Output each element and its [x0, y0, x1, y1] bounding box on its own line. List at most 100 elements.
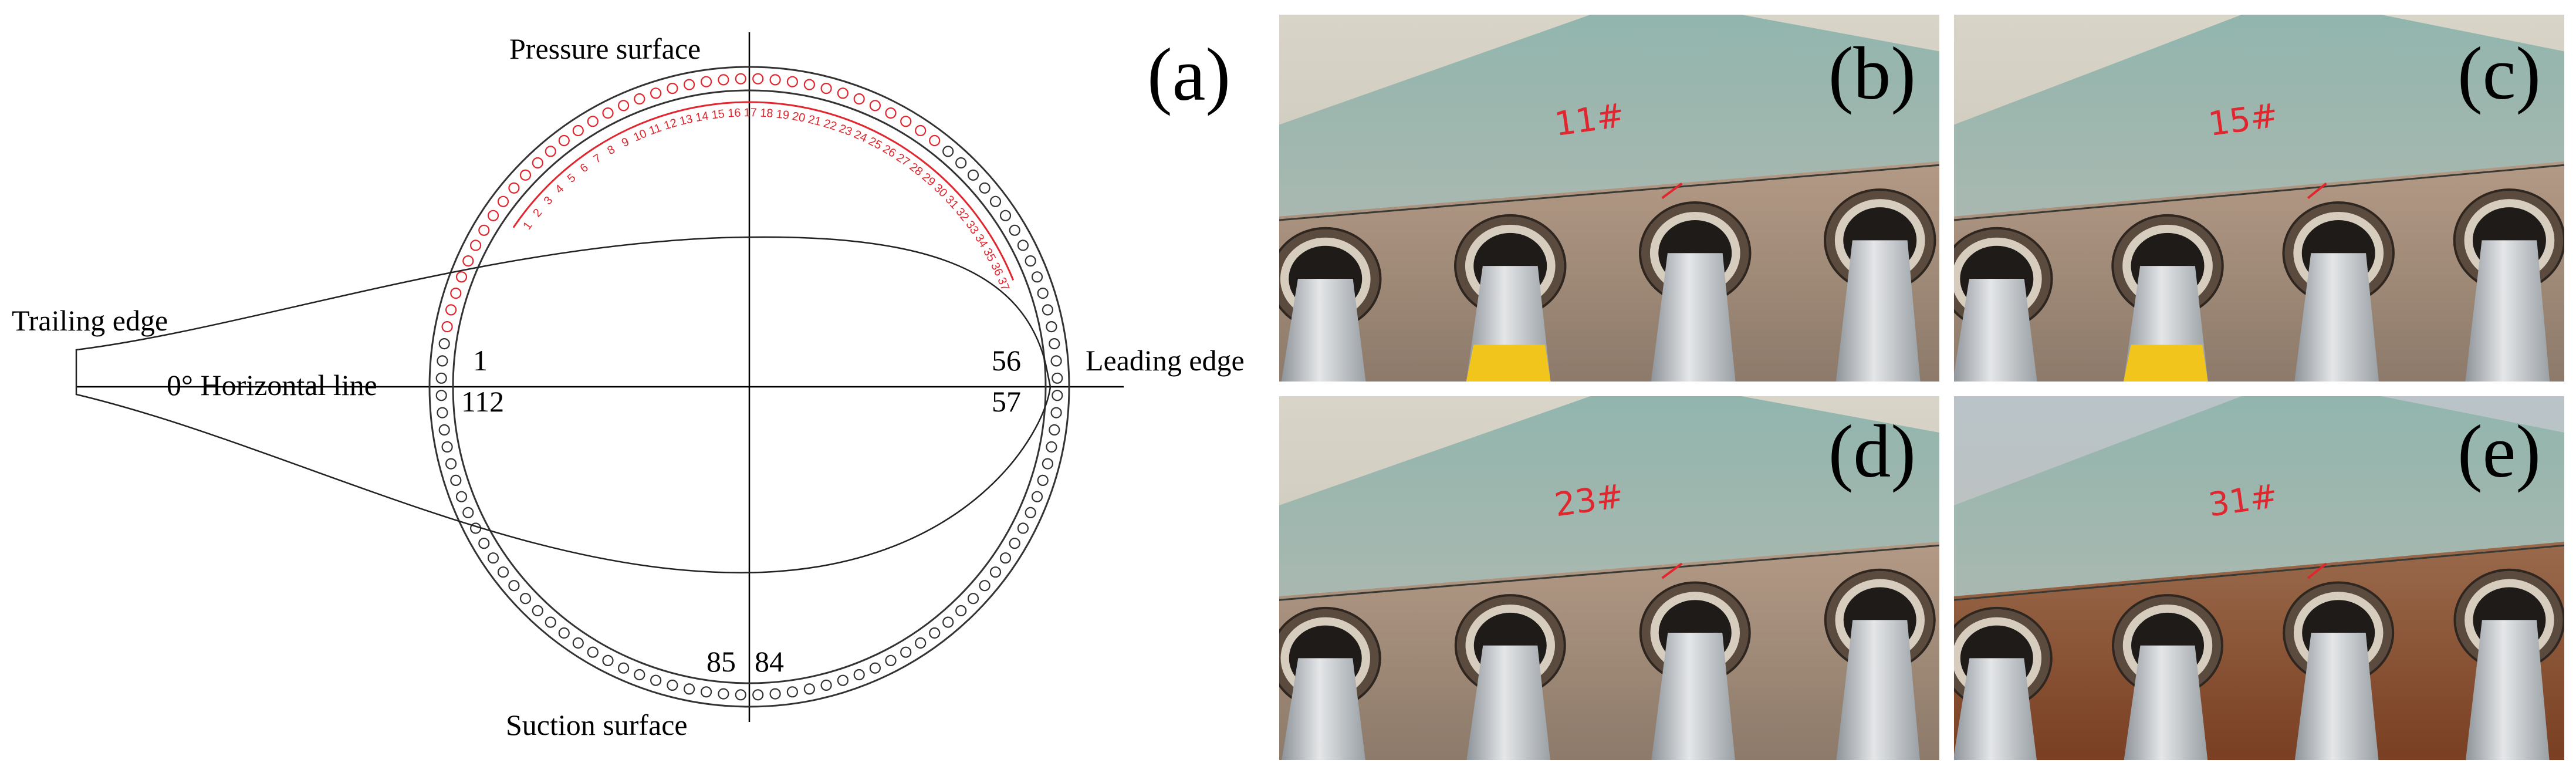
photo-panel-b: 11# (b) — [1279, 15, 1939, 382]
yellow-tape — [2124, 345, 2208, 382]
bolt-hole — [929, 627, 941, 639]
red-bolt-number: 19 — [776, 108, 790, 123]
red-bolt-number: 6 — [578, 161, 591, 175]
airfoil-outline — [75, 236, 1052, 573]
coated-shell — [1279, 396, 1939, 596]
bolt-label-85: 85 — [706, 645, 736, 678]
pressure-surface-label: Pressure surface — [509, 32, 701, 65]
red-bolt-number: 30 — [931, 181, 949, 200]
anchor-pipe — [2466, 620, 2550, 760]
bolt-hole — [837, 87, 849, 99]
bolt-hole — [545, 146, 556, 157]
bolt-hole — [820, 679, 832, 691]
red-bolt-number: 24 — [852, 128, 869, 145]
photo-b-image: 11# — [1279, 15, 1939, 382]
anchor-pipe — [1466, 645, 1550, 760]
red-bolt-number: 13 — [678, 113, 694, 129]
bolt-hole — [735, 689, 746, 701]
anchor-pipe — [2294, 253, 2379, 382]
red-bolt-number: 27 — [894, 151, 912, 169]
bolt-hole — [942, 146, 954, 157]
bolt-hole — [718, 74, 729, 86]
bolt-hole — [769, 688, 781, 700]
bolt-hole — [487, 552, 499, 564]
coated-shell — [1279, 15, 1939, 217]
bolt-hole — [979, 580, 990, 592]
bolt-hole — [1042, 458, 1054, 470]
bolt-hole — [497, 195, 509, 207]
red-bolt-number: 18 — [760, 107, 774, 120]
horizontal-line-label: 0° Horizontal line — [167, 369, 377, 401]
anchor-pipe — [2124, 645, 2208, 760]
red-bolt-number: 33 — [963, 218, 981, 237]
bolt-hole — [508, 182, 520, 194]
crack-line — [1954, 544, 2564, 601]
bolt-hole — [820, 83, 832, 94]
photo-panel-d: 23# (d) — [1279, 396, 1939, 760]
bolt-hole — [445, 458, 457, 470]
bolt-hole — [1031, 271, 1043, 283]
bolt-hole — [602, 654, 614, 667]
bolt-hole — [437, 355, 448, 367]
bolt-hole — [650, 87, 662, 99]
bolt-hole — [853, 669, 865, 681]
bolt-hole — [979, 182, 990, 194]
bolt-hole — [885, 107, 897, 119]
bolt-hole — [478, 538, 490, 549]
bolt-hole — [1017, 239, 1029, 251]
bolt-holes — [435, 73, 1063, 701]
crack-line — [1279, 164, 1939, 221]
bolt-hole — [1052, 372, 1063, 384]
photo-panel-e: 31# (e) — [1954, 396, 2564, 760]
red-bolt-number: 20 — [791, 110, 806, 125]
anchor-pipe — [1954, 279, 2037, 382]
bolt-hole — [683, 79, 695, 90]
anchor-pipe — [1835, 240, 1921, 382]
yellow-tape — [1466, 345, 1551, 382]
anchor-pipe — [2465, 240, 2550, 382]
photo-e-image: 31# — [1954, 396, 2564, 760]
bolt-hole — [462, 255, 474, 267]
bolt-mark-label: 23# — [1552, 477, 1626, 525]
photo-c-image: 15# — [1954, 15, 2564, 382]
bolt-hole — [735, 73, 746, 85]
anchor-pipe — [1651, 633, 1735, 760]
bolt-hole — [478, 224, 490, 236]
bolt-hole — [1025, 507, 1036, 519]
anchor-pipe — [1836, 620, 1920, 760]
red-bolt-number: 17 — [744, 106, 757, 119]
red-bolt-number: 29 — [919, 171, 938, 189]
red-bolt-number: 9 — [620, 135, 631, 150]
bolt-label-56: 56 — [992, 344, 1021, 377]
bolt-hole — [803, 683, 816, 695]
bolt-hole — [455, 491, 468, 502]
bolt-hole — [929, 134, 941, 147]
panel-b-letter: (b) — [1828, 32, 1916, 115]
bolt-hole — [450, 288, 462, 299]
bolt-mark-label: 31# — [2206, 477, 2280, 525]
bolt-hole — [700, 76, 712, 87]
bolt-hole — [587, 646, 599, 658]
bolt-hole — [900, 646, 912, 658]
bolt-hole — [1046, 320, 1057, 333]
bolt-hole — [572, 124, 584, 137]
bolt-hole — [752, 689, 764, 701]
red-bolt-number: 12 — [662, 116, 679, 132]
bolt-hole — [437, 407, 448, 418]
bolt-hole — [1025, 255, 1036, 267]
bolt-hole — [462, 507, 474, 519]
bolt-hole — [769, 74, 781, 86]
panel-a-letter: (a) — [1147, 33, 1230, 116]
red-bolt-number: 7 — [591, 151, 604, 166]
red-bolt-number: 3 — [542, 194, 556, 207]
bolt-hole — [617, 100, 630, 112]
red-bolt-number: 10 — [631, 127, 648, 144]
bolt-hole — [700, 686, 712, 698]
bolt-hole — [469, 239, 482, 251]
bolt-label-84: 84 — [755, 645, 784, 678]
bolt-hole — [1046, 441, 1057, 453]
red-bolt-number: 32 — [953, 205, 971, 224]
bolt-hole — [519, 593, 532, 605]
anchor-pipe — [2294, 633, 2379, 760]
